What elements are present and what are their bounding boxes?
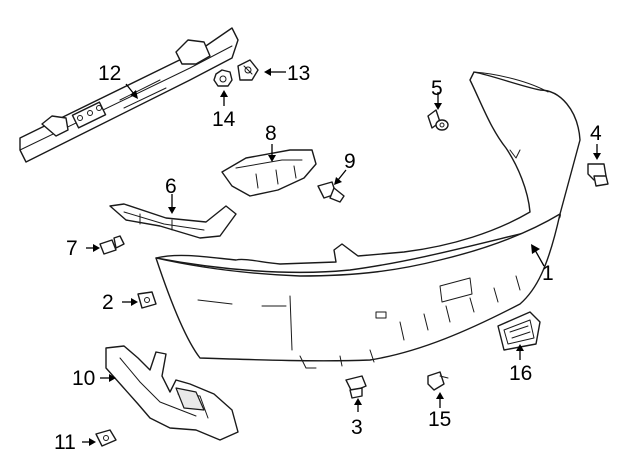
part-6-side-bracket [109, 203, 237, 239]
leader-1 [534, 249, 545, 267]
callout-6: 6 [165, 175, 177, 198]
callout-16: 16 [509, 362, 532, 385]
part-15-connector [427, 371, 449, 391]
part-8-bracket [221, 149, 317, 197]
part-4-bolt [587, 163, 609, 187]
part-13-bolt [237, 59, 259, 81]
part-11-screw [95, 429, 117, 447]
callout-2: 2 [102, 291, 114, 314]
part-16-bracket [497, 311, 541, 351]
callout-4: 4 [590, 122, 602, 145]
callout-12: 12 [98, 62, 121, 85]
callout-5: 5 [431, 77, 443, 100]
callout-14: 14 [212, 108, 236, 131]
leader-lines [82, 68, 601, 446]
callout-9: 9 [344, 150, 356, 173]
part-1-bumper-cover [155, 71, 581, 369]
callout-7: 7 [66, 237, 78, 260]
callout-8: 8 [265, 122, 277, 145]
part-14-nut [213, 69, 233, 87]
part-3-clip [345, 375, 367, 399]
callout-10: 10 [72, 367, 95, 390]
part-10-splash-shield [105, 345, 239, 441]
leader-12 [125, 83, 135, 95]
part-2-screw [137, 291, 157, 309]
leader-9 [337, 169, 347, 181]
part-12-reinforcement-bar [19, 27, 239, 163]
callout-13: 13 [287, 62, 310, 85]
callout-3: 3 [351, 416, 363, 439]
callout-1: 1 [542, 262, 554, 285]
part-9-bolt [317, 181, 345, 203]
callout-labels: 1 2 3 4 5 6 7 8 9 10 11 12 13 14 15 16 [54, 62, 602, 454]
part-5-clip [427, 109, 449, 131]
callout-11: 11 [54, 431, 76, 454]
part-7-screw [99, 235, 125, 255]
callout-15: 15 [428, 408, 451, 431]
